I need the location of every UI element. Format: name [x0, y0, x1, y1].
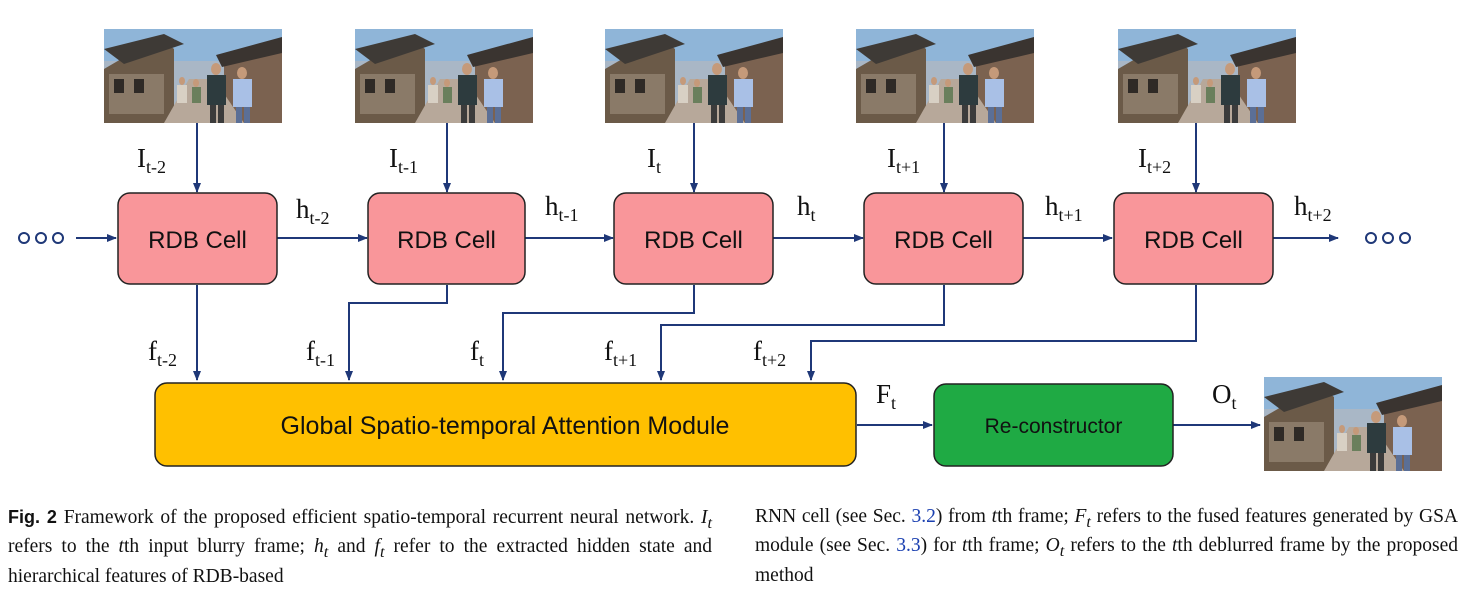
caption-left: Fig. 2 Framework of the proposed efficie…: [8, 505, 712, 589]
feature-label: ft-1: [306, 336, 335, 370]
section-link[interactable]: 3.3: [896, 535, 921, 557]
caption-symbol: f: [374, 536, 380, 558]
gsa-module: Global Spatio-temporal Attention Module: [154, 382, 857, 467]
hidden-label: ht+1: [1045, 191, 1083, 225]
reconstructor: Re-constructor: [933, 383, 1174, 467]
caption-subscript: t: [707, 513, 712, 532]
gsa-label: Global Spatio-temporal Attention Module: [281, 412, 730, 440]
input-label: It-2: [137, 143, 166, 177]
input-frame-image: [605, 29, 783, 123]
hidden-label: ht-2: [296, 194, 330, 228]
rdb-cell-label: RDB Cell: [1144, 227, 1243, 254]
caption-subscript: t: [1086, 512, 1091, 531]
caption-text: ) from: [935, 506, 986, 527]
input-frame-image: [1118, 29, 1296, 123]
caption-right: RNN cell (see Sec. 3.2) from tth frame; …: [755, 505, 1458, 588]
feature-arrow: [345, 285, 448, 381]
hidden-label: ht+2: [1294, 191, 1332, 225]
caption-symbol: t: [118, 536, 124, 558]
feature-label: ft+2: [753, 336, 786, 370]
rdb-cell: RDB Cell: [367, 192, 526, 285]
rdb-cell-label: RDB Cell: [644, 227, 743, 254]
input-label: It: [647, 143, 661, 177]
caption-subscript: t: [1059, 542, 1065, 561]
reconstructor-label: Re-constructor: [985, 415, 1123, 438]
caption-text: th deblurred frame by the proposed metho…: [755, 535, 1459, 586]
output-frame-image: [1264, 377, 1442, 471]
rdb-cell-label: RDB Cell: [397, 227, 496, 254]
input-frame-image: [856, 29, 1034, 123]
input-label: It-1: [389, 143, 418, 177]
caption-text: RNN cell (see Sec.: [755, 506, 906, 527]
rdb-cell: RDB Cell: [1113, 192, 1274, 285]
feature-arrow: [499, 285, 695, 381]
rdb-cell-label: RDB Cell: [894, 227, 993, 254]
input-label: It+1: [887, 143, 920, 177]
caption-subscript: t: [379, 543, 385, 562]
section-link[interactable]: 3.2: [911, 506, 936, 527]
caption-symbol: O: [1045, 535, 1060, 557]
caption-text: refer to the extracted hidden state and …: [8, 536, 713, 587]
input-frame-image: [355, 29, 533, 123]
rdb-cell: RDB Cell: [863, 192, 1024, 285]
rdb-cell: RDB Cell: [117, 192, 278, 285]
caption-symbol: t: [1171, 535, 1178, 557]
feature-label: ft-2: [148, 336, 177, 370]
caption-symbol: I: [700, 507, 708, 528]
feature-arrow: [807, 285, 1197, 381]
caption-symbol: h: [313, 536, 324, 558]
caption-text: th input blurry frame;: [123, 536, 305, 558]
caption-symbol: t: [961, 535, 968, 557]
caption-symbol: F: [1074, 506, 1087, 527]
input-label: It+2: [1138, 143, 1171, 177]
caption-text: th frame;: [997, 506, 1069, 527]
fused-label: Ft: [876, 379, 896, 413]
figure-label: Fig. 2: [8, 507, 57, 527]
hidden-label: ht-1: [545, 191, 579, 225]
hidden-label: ht: [797, 191, 816, 225]
caption-text: refers to the: [1070, 535, 1166, 557]
caption-text: refers to the fused features generated b…: [755, 506, 1459, 557]
framework-diagram: RDB Cell RDB Cell RDB Cell RDB Cell RDB …: [18, 29, 1442, 471]
caption-text: ) for: [920, 535, 956, 557]
caption-text: refers to the: [8, 536, 110, 558]
caption-text: and: [337, 536, 366, 558]
feature-label: ft+1: [604, 336, 637, 370]
caption-symbol: t: [991, 506, 998, 527]
caption-subscript: t: [323, 543, 329, 562]
feature-arrow: [657, 285, 945, 381]
feature-label: ft: [470, 336, 484, 370]
right-ellipsis: [1365, 232, 1411, 244]
rdb-cell-label: RDB Cell: [148, 227, 247, 254]
output-label: Ot: [1212, 379, 1237, 413]
input-frame-image: [104, 29, 282, 123]
rdb-cell: RDB Cell: [613, 192, 774, 285]
left-ellipsis: [18, 232, 64, 244]
caption-text: th frame;: [967, 535, 1040, 557]
caption-text: Framework of the proposed efficient spat…: [63, 507, 695, 528]
